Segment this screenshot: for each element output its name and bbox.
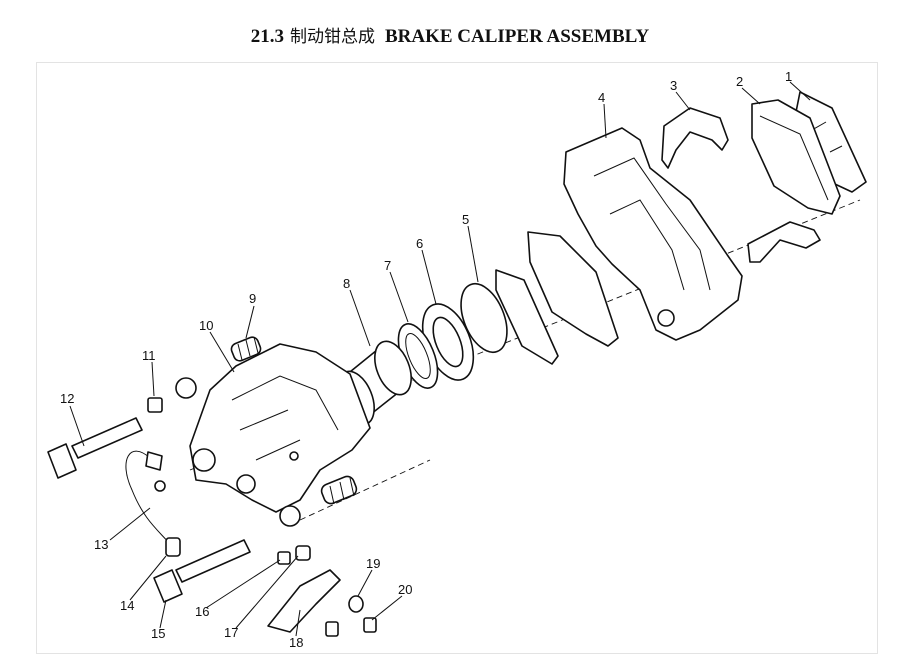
inner-brake-pad [527, 231, 619, 347]
callout-3: 3 [670, 78, 677, 93]
section-number: 21.3 [250, 26, 284, 47]
callout-17: 17 [224, 625, 238, 640]
callout-10: 10 [199, 318, 213, 333]
leader-lines [69, 81, 811, 637]
part-9-guide-boot [230, 336, 262, 362]
title-english: BRAKE CALIPER ASSEMBLY [384, 26, 650, 47]
part-11-bleeder-cap [147, 397, 163, 413]
part-10-caliper-body [175, 343, 371, 527]
part-13-brake-line [125, 450, 171, 545]
callout-8: 8 [343, 276, 350, 291]
callout-16: 16 [195, 604, 209, 619]
part-19-washer [348, 595, 364, 613]
callout-7: 7 [384, 258, 391, 273]
callout-18: 18 [289, 635, 303, 650]
part-2-brake-pad [751, 99, 841, 215]
diagram-frame [36, 62, 878, 654]
part-17-sleeve [295, 545, 311, 561]
part-20-bolt [363, 617, 377, 633]
callout-19: 19 [366, 556, 380, 571]
inner-pad-shim [495, 269, 559, 365]
brake-line-fitting [145, 451, 163, 471]
part-5-seal-ring [460, 282, 508, 354]
callout-6: 6 [416, 236, 423, 251]
callout-20: 20 [398, 582, 412, 597]
callout-12: 12 [60, 391, 74, 406]
callout-14: 14 [120, 598, 134, 613]
part-14-fitting [165, 537, 181, 557]
callout-13: 13 [94, 537, 108, 552]
spring-clip-lower [747, 221, 821, 263]
callout-1: 1 [785, 69, 792, 84]
plate-bolt [325, 621, 339, 637]
lower-axis [299, 459, 431, 521]
part-4-caliper-bracket [563, 127, 743, 341]
callout-9: 9 [249, 291, 256, 306]
callout-2: 2 [736, 74, 743, 89]
guide-boot-lower [320, 475, 358, 505]
callout-11: 11 [142, 348, 156, 363]
callout-4: 4 [598, 90, 605, 105]
callout-5: 5 [462, 212, 469, 227]
part-16-nut [277, 551, 291, 565]
brake-line-nut [154, 480, 166, 492]
part-12-guide-bolt [47, 417, 143, 479]
part-3-spring-clip [661, 107, 729, 169]
part-15-lower-guide-bolt [153, 539, 251, 603]
part-18-bracket-plate [267, 569, 341, 633]
title-chinese: 制动钳总成 [289, 27, 375, 47]
callout-15: 15 [151, 626, 165, 641]
